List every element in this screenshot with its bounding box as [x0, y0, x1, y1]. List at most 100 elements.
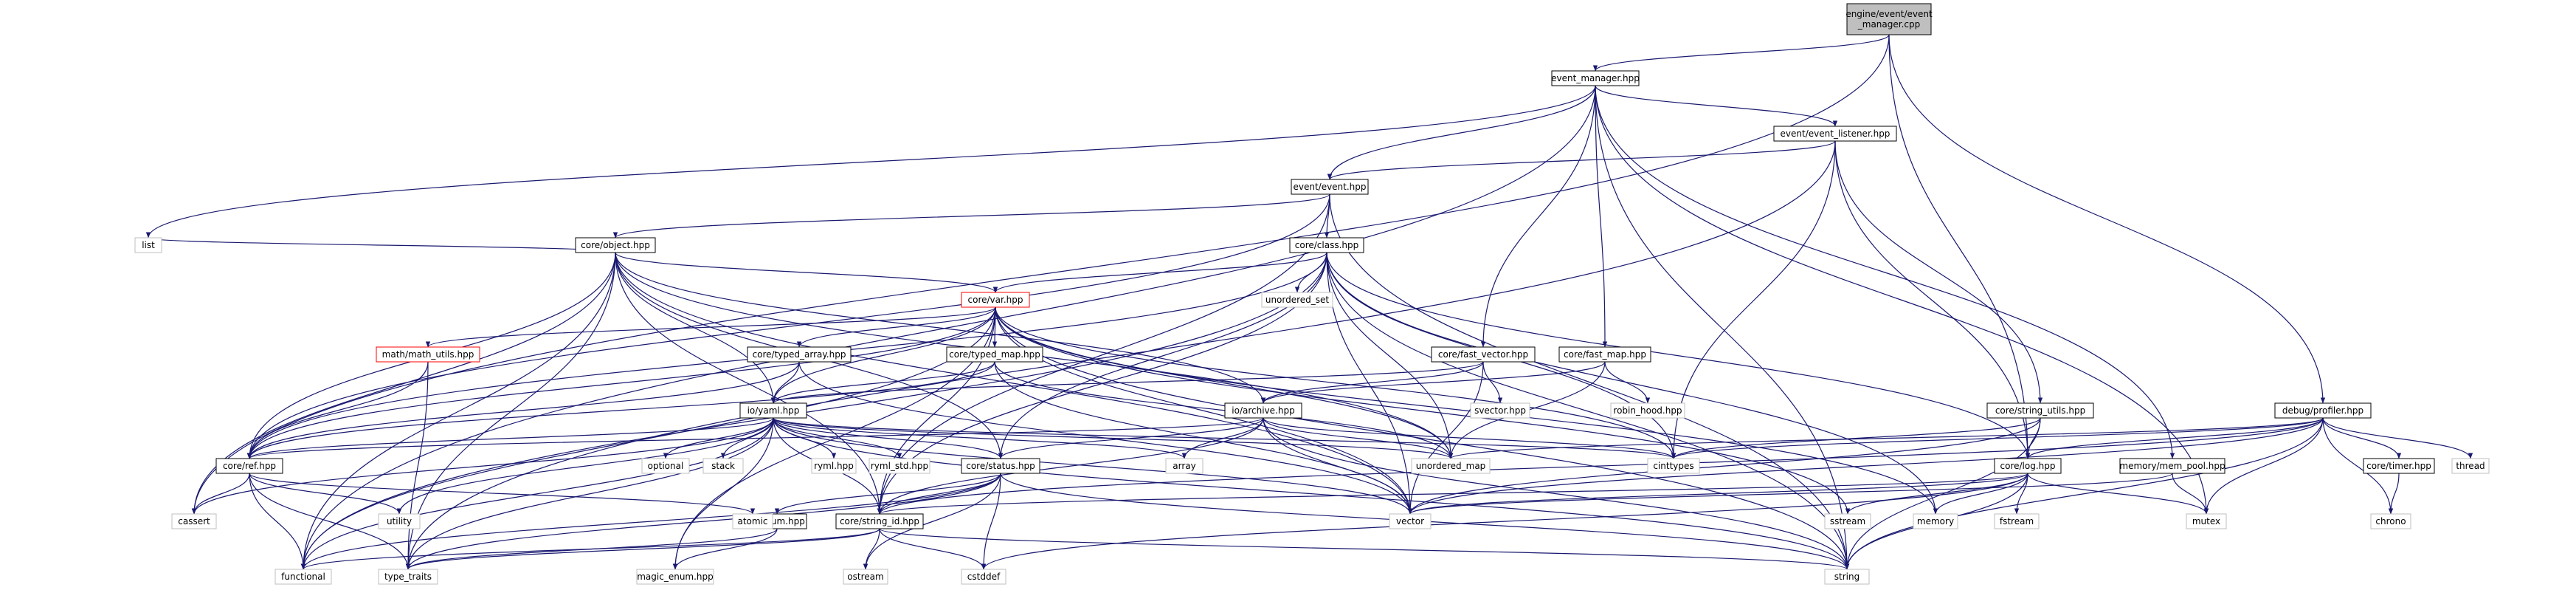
- node-arch[interactable]: io/archive.hpp: [1224, 402, 1302, 419]
- node-var[interactable]: core/var.hpp: [961, 292, 1030, 308]
- edge-yaml-to-vec: [773, 417, 1413, 515]
- node-atom[interactable]: atomic: [732, 513, 773, 529]
- node-cls[interactable]: core/class.hpp: [1289, 237, 1364, 253]
- node-mp[interactable]: memory/mem_pool.hpp: [2119, 458, 2225, 474]
- node-stack[interactable]: stack: [702, 458, 744, 474]
- node-ev-label: event/event.hpp: [1293, 182, 1366, 192]
- node-su[interactable]: core/string_utils.hpp: [1986, 402, 2094, 419]
- edge-stat-to-ost: [863, 473, 1001, 570]
- edge-obj-to-arch: [615, 252, 1266, 404]
- edge-stat-to-func: [300, 473, 1001, 570]
- node-rstd[interactable]: ryml_std.hpp: [869, 458, 930, 474]
- node-robin-box: [1610, 402, 1685, 419]
- edge-tmap-to-yaml: [770, 361, 995, 404]
- node-cas-box: [171, 513, 217, 529]
- node-cas[interactable]: cassert: [171, 513, 217, 529]
- node-prof-label: debug/profiler.hpp: [2282, 405, 2363, 416]
- node-arr[interactable]: array: [1165, 458, 1204, 474]
- node-str[interactable]: string: [1824, 569, 1870, 585]
- node-yaml[interactable]: io/yaml.hpp: [739, 402, 807, 419]
- edge-yaml-to-util: [396, 417, 774, 515]
- edge-sid-to-func: [301, 528, 880, 570]
- node-em-label: event_manager.hpp: [1551, 73, 1640, 83]
- node-svec-box: [1470, 402, 1530, 419]
- node-cdef[interactable]: cstddef: [961, 569, 1006, 585]
- node-mu[interactable]: math/math_utils.hpp: [376, 346, 480, 363]
- node-yaml-label: io/yaml.hpp: [747, 405, 800, 416]
- node-sst[interactable]: sstream: [1824, 513, 1871, 529]
- node-tarr[interactable]: core/typed_array.hpp: [747, 346, 852, 363]
- node-uset[interactable]: unordered_set: [1261, 292, 1333, 308]
- edge-em-to-mp: [1595, 85, 2175, 459]
- node-list[interactable]: list: [134, 237, 162, 253]
- node-log[interactable]: core/log.hpp: [1994, 458, 2062, 474]
- edge-obj-to-vec: [615, 252, 1413, 515]
- node-tt-label: type_traits: [384, 572, 432, 582]
- edge-ref-to-func: [249, 473, 306, 570]
- node-thr[interactable]: thread: [2451, 458, 2490, 474]
- node-mem-box: [1913, 513, 1958, 529]
- node-obj[interactable]: core/object.hpp: [575, 237, 656, 253]
- node-umap[interactable]: unordered_map: [1411, 458, 1491, 474]
- node-sid[interactable]: core/string_id.hpp: [835, 513, 924, 529]
- edge-em-to-str: [1595, 85, 1850, 570]
- node-chr-box: [2370, 513, 2411, 529]
- node-arr-box: [1165, 458, 1204, 474]
- edge-ref-to-atom: [249, 473, 756, 515]
- node-sst-label: sstream: [1830, 516, 1865, 526]
- node-robin[interactable]: robin_hood.hpp: [1610, 402, 1685, 419]
- edge-el-to-su: [1834, 140, 2043, 404]
- node-mtx[interactable]: mutex: [2186, 513, 2227, 529]
- node-fv[interactable]: core/fast_vector.hpp: [1431, 346, 1536, 363]
- edge-var-to-sst: [995, 306, 1851, 515]
- node-ref[interactable]: core/ref.hpp: [215, 458, 283, 474]
- node-ev[interactable]: event/event.hpp: [1291, 179, 1369, 195]
- node-tmap[interactable]: core/typed_map.hpp: [946, 346, 1043, 363]
- edge-su-to-vec: [1407, 417, 2041, 515]
- edge-arch-to-str: [1263, 417, 1850, 570]
- node-magic[interactable]: magic_enum.hpp: [636, 569, 714, 585]
- node-util[interactable]: utility: [378, 513, 421, 529]
- node-el[interactable]: event/event_listener.hpp: [1773, 126, 1897, 142]
- node-ref-label: core/ref.hpp: [223, 461, 276, 471]
- node-fm[interactable]: core/fast_map.hpp: [1558, 346, 1651, 363]
- node-ryml-label: ryml.hpp: [814, 461, 854, 471]
- edge-arch-to-umap: [1263, 417, 1454, 459]
- node-svec[interactable]: svector.hpp: [1470, 402, 1530, 419]
- edge-prof-to-mtx: [2203, 417, 2324, 515]
- edge-cls-to-stat: [998, 252, 1327, 459]
- node-em[interactable]: event_manager.hpp: [1551, 70, 1640, 86]
- edge-el-to-log: [1834, 140, 2031, 459]
- node-util-box: [378, 513, 421, 529]
- node-stat[interactable]: core/status.hpp: [961, 458, 1040, 474]
- node-prof[interactable]: debug/profiler.hpp: [2274, 402, 2372, 419]
- node-ryml[interactable]: ryml.hpp: [811, 458, 857, 474]
- node-chr[interactable]: chrono: [2370, 513, 2411, 529]
- edge-prof-to-thr: [2322, 417, 2473, 459]
- node-fst[interactable]: fstream: [1994, 513, 2040, 529]
- node-tt[interactable]: type_traits: [378, 569, 438, 585]
- node-mem[interactable]: memory: [1913, 513, 1958, 529]
- node-ev-box: [1291, 179, 1369, 195]
- node-tarr-box: [747, 346, 852, 363]
- node-var-box: [961, 292, 1030, 308]
- edge-prof-to-tim: [2322, 417, 2402, 459]
- node-mu-label: math/math_utils.hpp: [382, 349, 474, 360]
- edge-log-to-mem: [1933, 473, 2028, 515]
- node-cint[interactable]: cinttypes: [1647, 458, 1700, 474]
- node-uset-box: [1261, 292, 1333, 308]
- node-ost[interactable]: ostream: [843, 569, 888, 585]
- edge-var-to-sid: [877, 306, 996, 515]
- node-cdef-box: [961, 569, 1006, 585]
- node-ryml-box: [811, 458, 857, 474]
- node-opt-box: [641, 458, 690, 474]
- edge-arch-to-arr: [1181, 417, 1264, 459]
- node-func[interactable]: functional: [274, 569, 332, 585]
- node-tim-label: core/timer.hpp: [2366, 461, 2431, 471]
- node-opt[interactable]: optional: [641, 458, 690, 474]
- node-tim[interactable]: core/timer.hpp: [2363, 458, 2435, 474]
- node-root[interactable]: engine/event/event_manager.cpp: [1845, 3, 1933, 35]
- edge-arch-to-sid: [877, 417, 1264, 515]
- node-vec[interactable]: vector: [1389, 513, 1432, 529]
- edge-yaml-to-stat: [773, 417, 1004, 459]
